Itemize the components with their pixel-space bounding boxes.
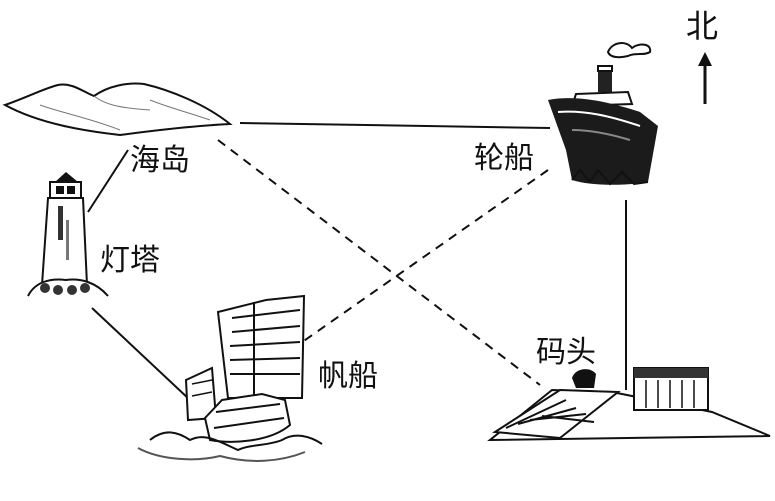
island-icon	[2, 82, 233, 137]
sailboat-icon	[137, 294, 323, 462]
ship-icon	[548, 42, 658, 186]
sailboat-label: 帆船	[318, 359, 378, 394]
lighthouse-icon	[27, 172, 109, 297]
lighthouse-label: 灯塔	[100, 243, 160, 278]
dashed-line-island-to-dock	[217, 139, 541, 386]
dashed-line-ship-to-sailboat	[297, 169, 549, 346]
dock-label: 码头	[536, 335, 596, 370]
north-label: 北	[686, 7, 719, 45]
ship-label: 轮船	[474, 141, 534, 176]
line-lighthouse-to-sailboat	[91, 307, 191, 401]
north-arrow-icon	[698, 52, 712, 104]
dock-icon	[487, 367, 771, 442]
island-label: 海岛	[130, 143, 190, 178]
line-lighthouse-to-island	[87, 149, 129, 213]
line-island-to-ship	[239, 122, 551, 129]
